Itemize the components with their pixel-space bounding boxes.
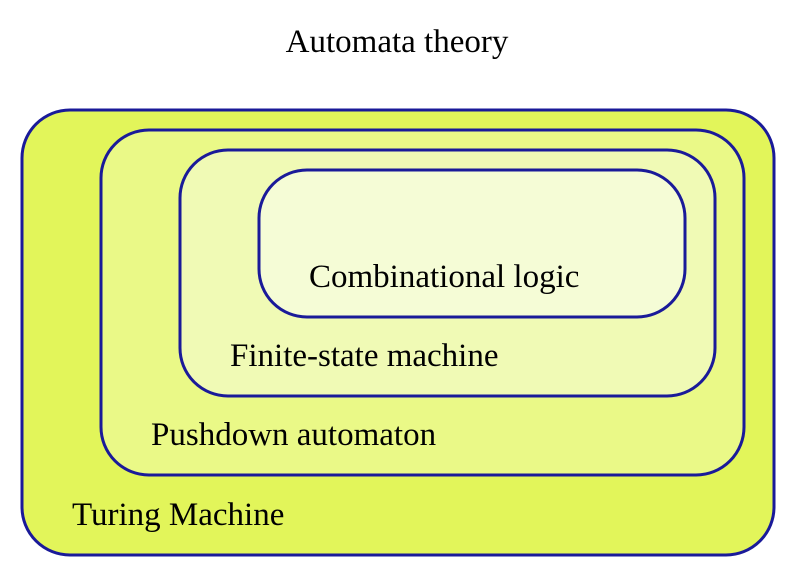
pushdown-automaton-label: Pushdown automaton <box>151 417 436 453</box>
diagram-title: Automata theory <box>286 24 509 60</box>
turing-machine-label: Turing Machine <box>72 497 284 533</box>
combinational-logic-label: Combinational logic <box>309 259 579 295</box>
combinational-logic-region <box>257 168 687 319</box>
finite-state-machine-label: Finite-state machine <box>230 338 499 374</box>
